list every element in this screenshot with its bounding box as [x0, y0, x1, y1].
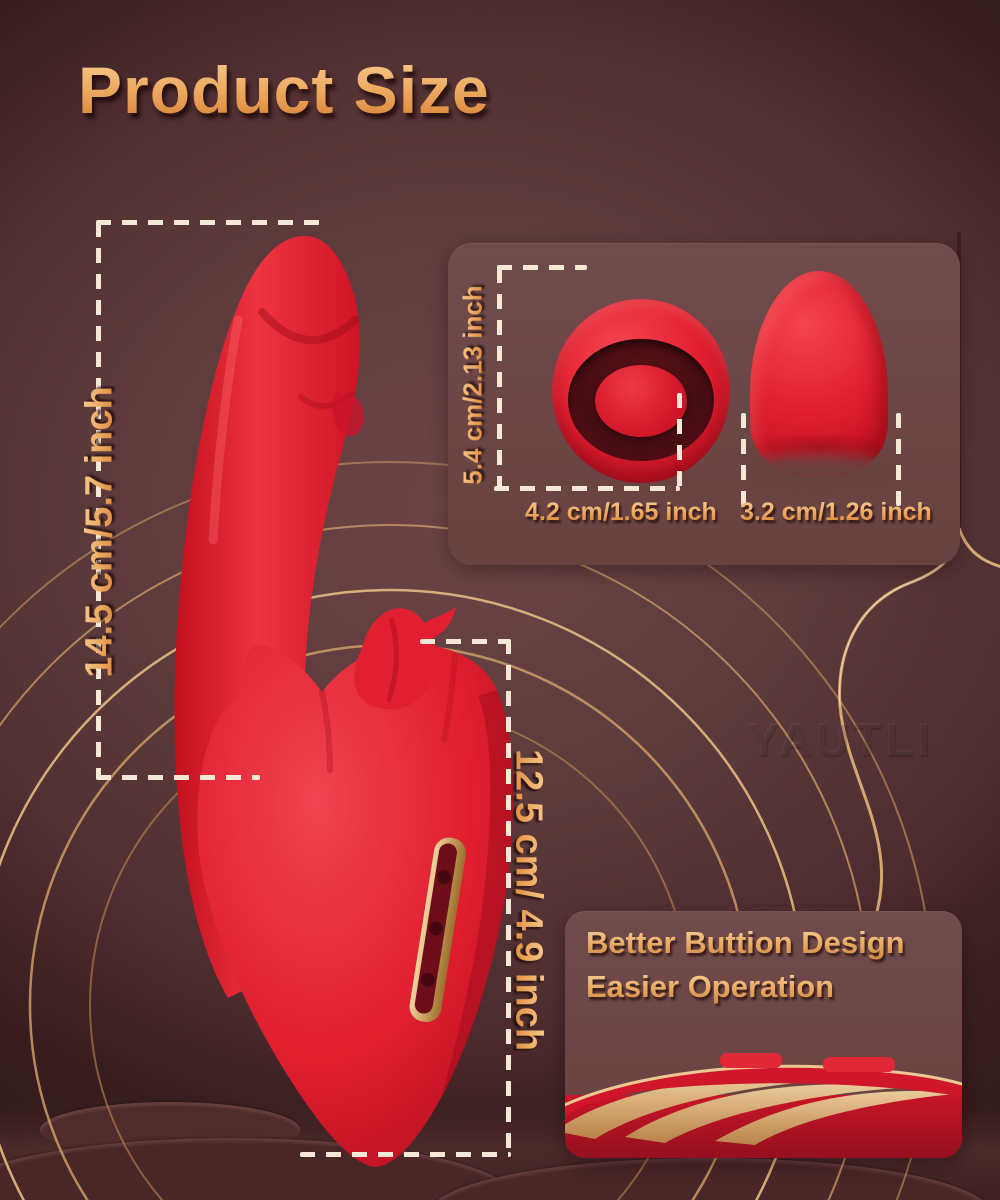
- feature-text-line2: Easier Operation: [586, 969, 835, 1004]
- measure-line-head-right: [677, 393, 682, 490]
- measure-line-tip-right: [896, 413, 901, 506]
- head-front-view: [552, 299, 730, 483]
- feature-panel: Better Buttion Design Easier Operation: [565, 911, 962, 1158]
- button-bar-gold-edge: [565, 1064, 962, 1107]
- tongue-crease: [386, 617, 399, 703]
- measure-line-head-top: [497, 265, 587, 270]
- gold-wave: [715, 1091, 962, 1145]
- control-buttons: [409, 837, 466, 1022]
- tip-base-fade: [742, 455, 896, 485]
- measure-line-total-vertical: [96, 222, 101, 780]
- product-tongue: [354, 607, 456, 710]
- glans-ridge: [258, 308, 359, 345]
- button-closeup-image: [565, 1053, 962, 1158]
- gold-wave: [565, 1077, 845, 1139]
- frenulum-bump: [332, 392, 365, 437]
- shaft-highlight: [208, 315, 243, 545]
- measure-label-tip-width: 3.2 cm/1.26 inch: [740, 498, 932, 526]
- page-title: Product Size: [78, 53, 490, 127]
- measure-line-body-vertical: [506, 639, 511, 1157]
- petal-crease: [441, 652, 458, 743]
- tip-crease: [748, 433, 890, 459]
- measure-line-head-vertical: [497, 268, 502, 490]
- measure-label-body-length: 12.5 cm/ 4.9 inch: [507, 748, 550, 1052]
- measure-label-head-width: 4.2 cm/1.65 inch: [525, 498, 717, 526]
- measure-line-body-bottom: [300, 1152, 511, 1157]
- petal-crease: [319, 689, 333, 773]
- measure-label-head-height: 5.4 cm/2.13 inch: [457, 285, 488, 485]
- measure-label-total-length: 14.5 cm/5.7 inch: [78, 386, 121, 678]
- body-shading: [441, 690, 514, 1098]
- head-opening: [568, 339, 714, 461]
- button-bump: [823, 1057, 895, 1072]
- inner-tongue: [595, 365, 687, 437]
- brand-watermark: YAUTLI: [748, 713, 934, 765]
- button-bump: [720, 1053, 782, 1068]
- measure-line-total-bottom: [96, 775, 260, 780]
- product-body: [197, 644, 514, 1167]
- measure-line-body-top: [420, 639, 511, 644]
- measure-line-tip-left: [741, 413, 746, 506]
- measure-line-total-top: [96, 220, 320, 225]
- button-bar: [565, 1066, 962, 1117]
- size-detail-panel: 5.4 cm/2.13 inch 4.2 cm/1.65 inch 3.2 cm…: [448, 243, 960, 565]
- gold-wave: [625, 1084, 915, 1143]
- feature-text-line1: Better Buttion Design: [586, 925, 905, 960]
- measure-line-head-width: [494, 486, 680, 491]
